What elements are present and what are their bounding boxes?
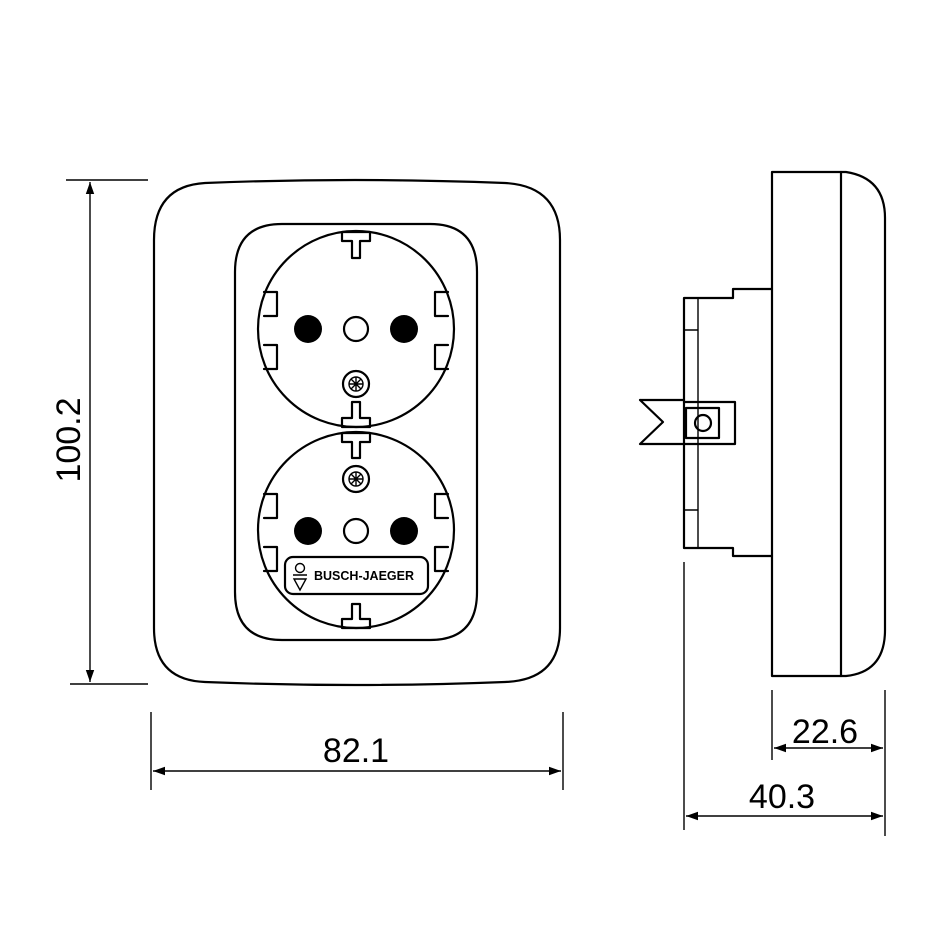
socket-top-side-clips-lower [262, 343, 450, 371]
brand-label: BUSCH-JAEGER [314, 569, 414, 583]
width-dimension-label: 82.1 [323, 732, 389, 770]
height-dimension-label: 100.2 [50, 397, 88, 482]
outer-frame [152, 178, 562, 687]
screw-icon [341, 464, 371, 494]
dimension-height: 100.2 [50, 179, 148, 685]
socket-bottom: BUSCH-JAEGER [256, 430, 456, 630]
socket-bottom-side-clips-upper [262, 492, 450, 520]
depth-total-dimension-label: 40.3 [749, 778, 815, 816]
earth-contact-top-a [340, 230, 372, 260]
pin-hole-left-bottom [294, 517, 322, 545]
dimension-width: 82.1 [150, 712, 564, 790]
earth-contact-top-b [340, 400, 372, 429]
earth-contact-bottom-a [340, 431, 372, 460]
socket-bottom-side-clips-lower [262, 545, 450, 573]
socket-top-side-clips-upper [262, 290, 450, 318]
side-insert [682, 287, 774, 558]
socket-bottom-rim [256, 430, 456, 630]
terminal-clamp [638, 398, 737, 446]
pin-hole-right-top [390, 315, 418, 343]
pin-hole-right-bottom [390, 517, 418, 545]
pin-hole-left-top [294, 315, 322, 343]
shutter-center-top [342, 315, 370, 343]
brand-plate: BUSCH-JAEGER [283, 555, 430, 596]
side-frame [770, 170, 887, 678]
inner-frame [233, 222, 479, 642]
earth-contact-bottom-b [340, 602, 372, 630]
screw-icon [341, 369, 371, 399]
dimension-depth-total: 40.3 [683, 562, 883, 830]
dimension-depth-frame: 22.6 [771, 690, 886, 836]
shutter-center-bottom [342, 517, 370, 545]
socket-top [256, 229, 456, 429]
depth-frame-dimension-label: 22.6 [792, 713, 858, 751]
side-insert-detail [684, 298, 699, 548]
busch-jaeger-logo-icon [292, 562, 308, 592]
side-view [638, 170, 887, 678]
front-view: BUSCH-JAEGER [152, 178, 562, 687]
